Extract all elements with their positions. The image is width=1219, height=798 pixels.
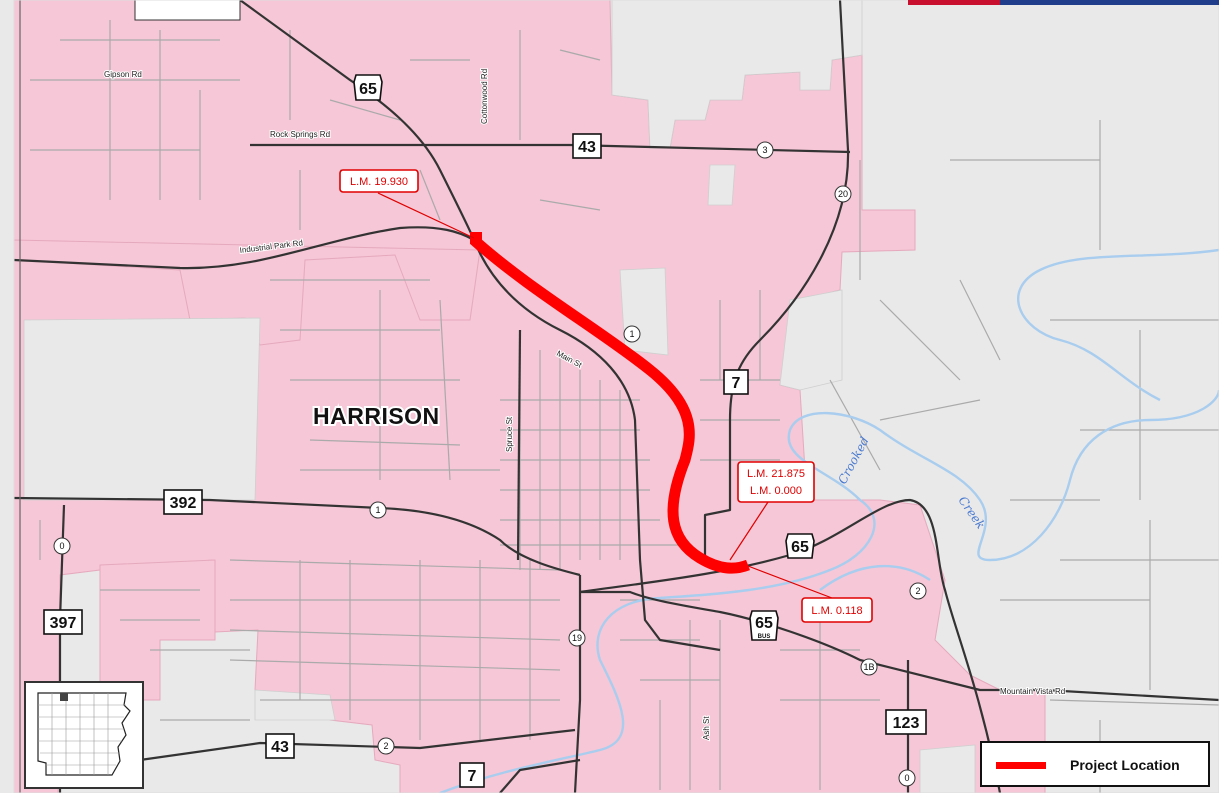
svg-text:65: 65 [791, 539, 809, 556]
state-locator-inset [24, 681, 144, 789]
route-0-west-marker: 0 [53, 537, 71, 555]
ar7-center-shield: 7 [723, 369, 749, 395]
route-0-south-marker: 0 [898, 769, 916, 787]
project-start-marker [470, 232, 482, 244]
route-1b-marker: 1B [860, 658, 878, 676]
svg-text:123: 123 [893, 715, 920, 732]
ar7-south-shield: 7 [459, 762, 485, 788]
unincorporated-west [23, 317, 261, 501]
lm-north-box [339, 169, 419, 193]
ar7-south-spur [499, 758, 581, 794]
lm-south-label: L.M. 0.118 [811, 605, 862, 617]
lm-mid-label-1: L.M. 21.875 [747, 468, 805, 480]
arkansas-outline [37, 692, 131, 776]
ar43-south [139, 728, 576, 762]
us65-north-shield: 65 [353, 74, 383, 101]
svg-text:0: 0 [904, 773, 909, 783]
ar7-north [703, 0, 850, 560]
creek-branch [819, 564, 931, 591]
county-highlight [60, 693, 68, 701]
route-19-marker: 19 [568, 629, 586, 647]
city-label: HARRISON [313, 403, 440, 429]
brand-bar-red [908, 0, 1000, 5]
crooked-creek [439, 389, 1219, 795]
route-20-marker: 20 [834, 185, 852, 203]
unincorporated-areas [23, 0, 976, 794]
unincorporated-hole-1 [619, 267, 669, 356]
svg-text:43: 43 [578, 139, 596, 156]
svg-text:65: 65 [359, 81, 377, 98]
svg-text:392: 392 [170, 495, 197, 512]
rock-springs-rd-label: Rock Springs Rd [270, 130, 330, 139]
industrial-park-rd [13, 226, 475, 270]
lm-mid-label-2: L.M. 0.000 [750, 485, 802, 497]
route-2-south-marker: 2 [377, 737, 395, 755]
svg-text:0: 0 [59, 541, 64, 551]
us65-south [579, 498, 1002, 794]
svg-text:1: 1 [375, 505, 380, 515]
lm-mid-box [737, 461, 815, 503]
unincorporated-hole-3 [779, 289, 843, 391]
svg-text:7: 7 [732, 375, 741, 392]
ar392 [13, 496, 581, 577]
lm-north-label: L.M. 19.930 [350, 176, 408, 188]
waterways [439, 248, 1219, 795]
log-mile-labels: L.M. 19.930 L.M. 21.875 L.M. 0.000 L.M. … [339, 169, 873, 623]
svg-text:7: 7 [468, 768, 477, 785]
route-3-marker: 3 [756, 141, 774, 159]
svg-text:1: 1 [629, 329, 634, 339]
us65b [580, 590, 1219, 702]
brand-bar-blue [1000, 0, 1219, 5]
svg-text:1B: 1B [863, 662, 874, 672]
map-legend: Project Location [980, 741, 1210, 787]
cottonwood-rd-label: Cottonwood Rd [480, 69, 489, 124]
log-mile-leaders [377, 192, 833, 599]
project-location-line [470, 235, 750, 574]
ar392-shield: 392 [163, 489, 203, 515]
route-markers: 3 20 1 1 0 19 2 1B 0 2 [53, 141, 927, 787]
legend-swatch [996, 762, 1046, 769]
highway-shields: 65 43 7 65 65 BUS 392 397 123 [43, 74, 927, 788]
ash-st-label: Ash St [702, 716, 711, 740]
unincorporated-hole-2 [707, 164, 736, 206]
ar123-shield: 123 [885, 709, 927, 735]
ar43-south-shield: 43 [265, 733, 295, 759]
svg-text:20: 20 [838, 189, 848, 199]
spruce-st [516, 329, 522, 561]
unincorporated-north [611, 0, 863, 149]
svg-text:BUS: BUS [758, 634, 771, 640]
us65b-shield: 65 BUS [749, 610, 779, 641]
unincorporated-hole-4 [254, 689, 336, 721]
svg-text:2: 2 [383, 741, 388, 751]
ar43-north-shield: 43 [572, 133, 602, 159]
spruce-st-label: Spruce St [505, 416, 514, 452]
ar7-south [573, 575, 582, 794]
map-notch [134, 0, 241, 21]
svg-text:2: 2 [915, 586, 920, 596]
svg-text:65: 65 [755, 615, 773, 632]
route-1-west-marker: 1 [369, 501, 387, 519]
svg-text:19: 19 [572, 633, 582, 643]
unincorporated-hole-5 [919, 744, 976, 794]
route-2-east-marker: 2 [909, 582, 927, 600]
creek-tributary [1017, 248, 1219, 402]
svg-text:43: 43 [271, 739, 289, 756]
us65-south-shield: 65 [785, 533, 815, 559]
route-1-north-marker: 1 [623, 325, 641, 343]
svg-text:397: 397 [50, 615, 77, 632]
svg-text:3: 3 [762, 145, 767, 155]
lm-south-box [801, 597, 873, 623]
main-st [472, 239, 721, 652]
ar397-shield: 397 [43, 609, 83, 635]
legend-label: Project Location [1070, 757, 1180, 773]
gipson-rd-label: Gipson Rd [104, 70, 142, 79]
mountain-vista-rd-label: Mountain Vista Rd [1000, 687, 1065, 696]
